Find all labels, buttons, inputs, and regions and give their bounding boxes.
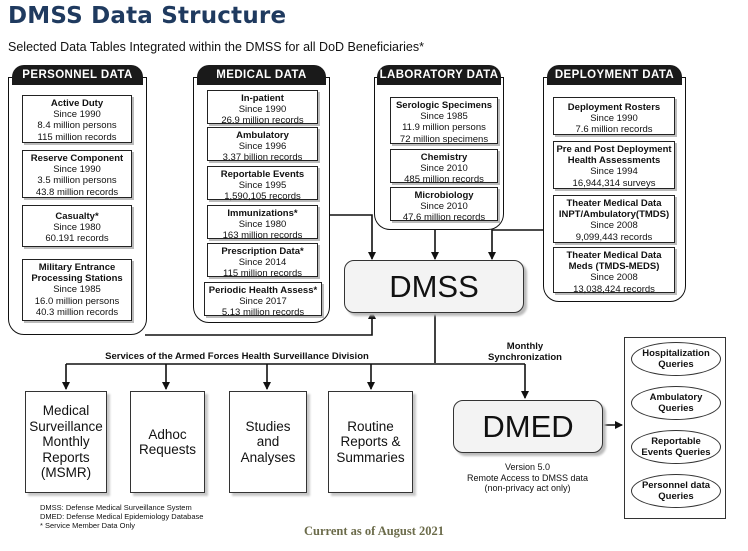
deployment-data-tab: DEPLOYMENT DATA: [547, 65, 682, 85]
dmss-box: DMSS: [344, 260, 524, 313]
legend: DMSS: Defense Medical Surveillance Syste…: [40, 503, 204, 530]
item-reportable-events: Reportable Events Since 1995 1,590,105 r…: [207, 166, 318, 202]
services-label: Services of the Armed Forces Health Surv…: [105, 351, 369, 362]
dmed-box: DMED: [453, 400, 603, 453]
item-prescription-data: Prescription Data* Since 2014 115 millio…: [207, 243, 318, 279]
item-pre-post-deployment: Pre and Post Deployment Health Assessmen…: [553, 141, 675, 189]
medical-data-tab: MEDICAL DATA: [197, 65, 326, 85]
item-periodic-health-assess: Periodic Health Assess* Since 2017 5.13 …: [204, 282, 322, 318]
dmed-caption: Version 5.0 Remote Access to DMSS data (…: [466, 462, 589, 493]
sync-label: Monthly Synchronization: [488, 341, 562, 363]
item-active-duty: Active Duty Since 1990 8.4 million perso…: [22, 95, 132, 143]
item-inpatient: In-patient Since 1990 26.9 million recor…: [207, 90, 318, 126]
item-tmds-meds: Theater Medical Data Meds (TMDS-MEDS) Si…: [553, 247, 675, 295]
laboratory-data-tab: LABORATORY DATA: [377, 65, 501, 85]
arrow-deployment-to-dmss: [488, 229, 543, 260]
item-reserve-component: Reserve Component Since 1990 3.5 million…: [22, 150, 132, 198]
item-tmds: Theater Medical Data INPT/Ambulatory(TMD…: [553, 195, 675, 243]
arrow-personnel-to-dmss: [145, 311, 376, 336]
item-ambulatory: Ambulatory Since 1996 3.37 billion recor…: [207, 127, 318, 163]
item-microbiology: Microbiology Since 2010 47.6 million rec…: [390, 187, 498, 223]
item-deployment-rosters: Deployment Rosters Since 1990 7.6 millio…: [553, 97, 675, 135]
item-chemistry: Chemistry Since 2010 485 million records: [390, 149, 498, 185]
item-casualty: Casualty* Since 1980 60.191 records: [22, 205, 132, 247]
personnel-data-tab: PERSONNEL DATA: [12, 65, 143, 85]
page-subtitle: Selected Data Tables Integrated within t…: [8, 40, 424, 54]
page-title: DMSS Data Structure: [8, 3, 287, 29]
item-serologic-specimens: Serologic Specimens Since 1985 11.9 mill…: [390, 97, 498, 145]
arrow-medical-to-dmss: [330, 214, 376, 260]
item-meps: Military Entrance Processing Stations Si…: [22, 259, 132, 321]
current-as-of: Current as of August 2021: [303, 524, 445, 538]
item-immunizations: Immunizations* Since 1980 163 million re…: [207, 205, 318, 241]
